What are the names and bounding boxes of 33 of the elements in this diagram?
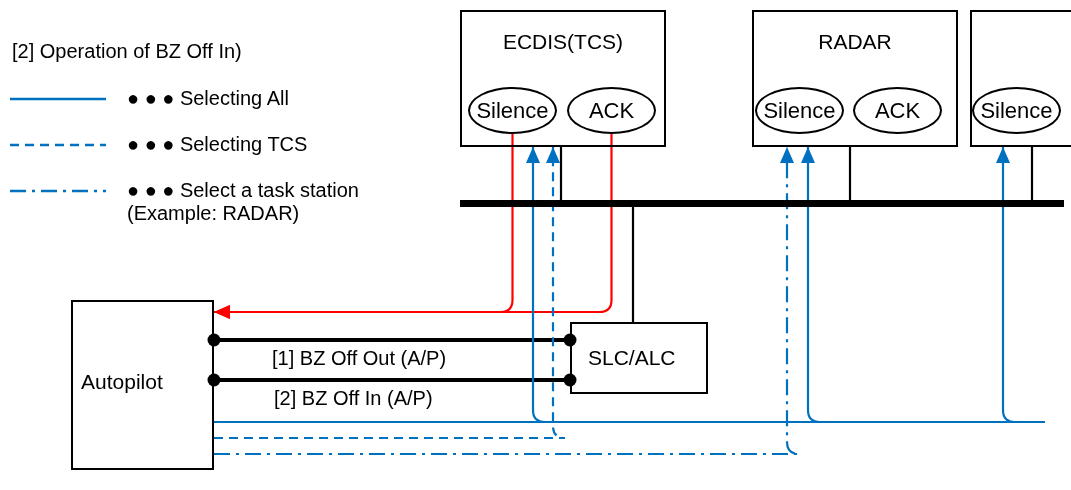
connector-line	[1030, 147, 1034, 200]
device-box	[460, 10, 666, 147]
connector-line	[631, 207, 635, 322]
node-label: ECDIS(TCS)	[501, 30, 625, 54]
node-label: Silence	[980, 97, 1053, 124]
legend-text: ● ● ● Selecting All	[127, 87, 290, 110]
arrow	[212, 145, 1047, 424]
node-label: Autopilot	[81, 370, 163, 394]
device-box	[71, 300, 214, 470]
node-label: Silence	[763, 97, 836, 124]
node-label: ACK	[874, 97, 921, 124]
node-label: SLC/ALC	[588, 346, 676, 370]
key-ellipse	[853, 87, 942, 134]
legend-text: ● ● ● Select a task station (Example: RADAR)	[127, 179, 360, 225]
arrow	[214, 134, 613, 319]
key-ellipse	[468, 87, 557, 134]
device-box	[970, 10, 1071, 147]
diagram-title: [2] Operation of BZ Off In)	[12, 40, 242, 63]
legend-text: ● ● ● Selecting TCS	[127, 133, 309, 156]
node-label: Silence	[476, 97, 549, 124]
device-box	[570, 322, 708, 394]
connector-line	[848, 147, 852, 200]
bus-bar	[460, 200, 1064, 207]
node-label: ACK	[588, 97, 635, 124]
key-ellipse	[755, 87, 844, 134]
signal-line	[207, 373, 577, 387]
connector-line	[559, 147, 563, 200]
key-ellipse	[972, 87, 1061, 134]
edge-label: [2] BZ Off In (A/P)	[272, 387, 435, 410]
signal-line	[207, 333, 577, 347]
device-box	[752, 10, 958, 147]
key-ellipse	[567, 87, 656, 134]
node-label: RADAR	[817, 30, 893, 54]
